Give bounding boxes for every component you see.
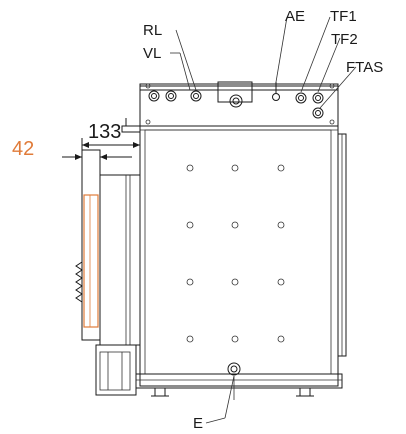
label-ftas: FTAS	[346, 59, 383, 76]
connection-ftas	[312, 107, 324, 119]
label-e: E	[193, 415, 203, 432]
callout-leaders	[170, 16, 357, 424]
label-ae: AE	[285, 8, 305, 25]
label-rl: RL	[143, 22, 162, 39]
orange-panel	[83, 194, 99, 328]
drain-connection	[227, 362, 241, 400]
left-attached-unit	[75, 149, 141, 396]
label-vl: VL	[143, 45, 161, 62]
label-tf1: TF1	[330, 8, 357, 25]
dimension-133: 133	[81, 121, 141, 162]
dimension-42: 42	[12, 138, 132, 175]
right-side-panel	[337, 133, 347, 357]
connection-aux	[165, 90, 177, 102]
label-tf2: TF2	[331, 31, 358, 48]
connection-vl	[148, 90, 160, 102]
dimension-42-text: 42	[12, 138, 34, 160]
dimension-133-text: 133	[88, 121, 121, 143]
connection-ae	[272, 82, 280, 101]
callout-labels: RL VL AE TF1 TF2 FTAS E	[143, 8, 383, 432]
connection-rl	[190, 90, 202, 102]
bolt-grid	[186, 164, 285, 343]
connection-tf2	[312, 92, 324, 104]
cable-spring	[75, 261, 83, 303]
connection-tf1	[295, 92, 307, 104]
connection-center	[229, 94, 243, 108]
boiler-body	[135, 85, 343, 397]
top-connection-header	[121, 81, 339, 133]
